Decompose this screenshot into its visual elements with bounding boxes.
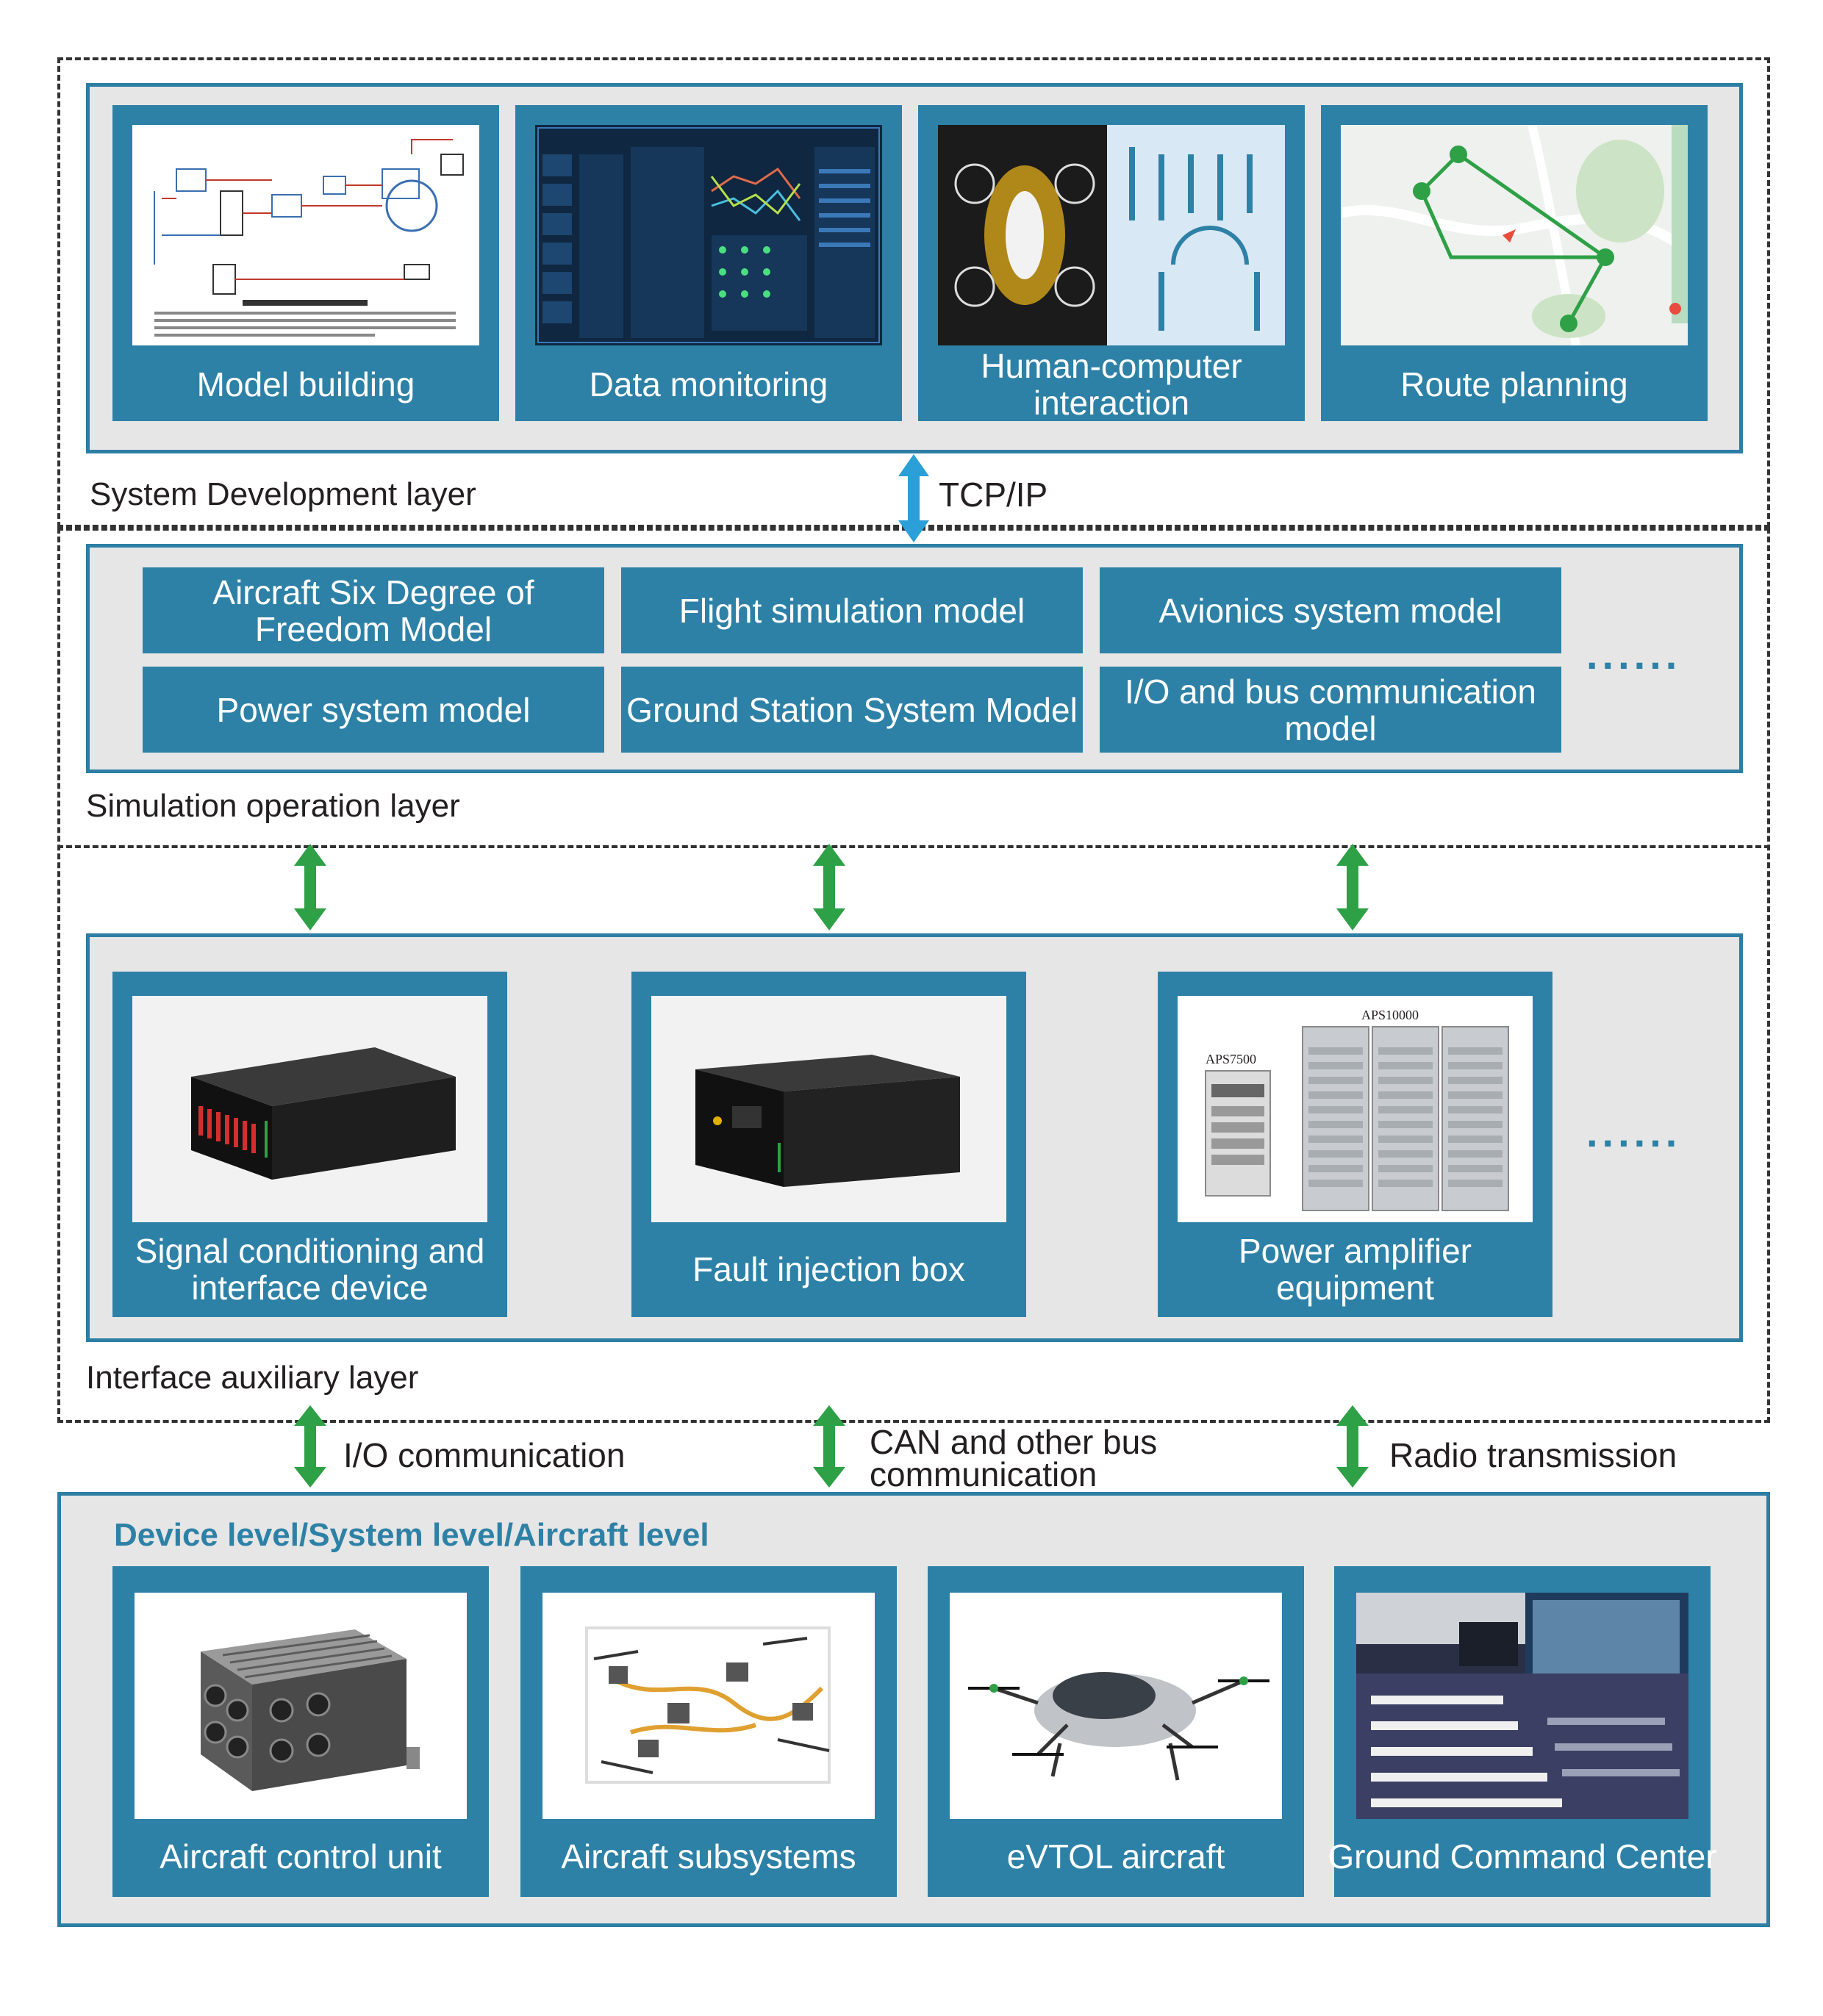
- green-arrow-right: [1336, 844, 1369, 930]
- route-map-screenshot: [1341, 125, 1688, 345]
- system-development-layer-label: System Development layer: [90, 476, 476, 512]
- radio-transmission-arrow: [1336, 1405, 1369, 1488]
- can-bus-arrow: [813, 1405, 845, 1488]
- model-avionics-system: Avionics system model: [1100, 567, 1561, 653]
- card-power-amplifier: APS7500 APS10000 Power amplifier equipme…: [1158, 972, 1552, 1317]
- subsystems-graphic: [585, 1626, 831, 1784]
- card-caption: Signal conditioning and interface device: [135, 1232, 485, 1307]
- model-building-screenshot: [132, 125, 479, 345]
- card-caption: Power amplifier equipment: [1239, 1232, 1472, 1307]
- card-caption: Fault injection box: [692, 1250, 965, 1288]
- can-bus-label: CAN and other bus communication: [870, 1423, 1158, 1493]
- model-power-system: Power system model: [143, 667, 604, 753]
- card-aircraft-control-unit: Aircraft control unit: [112, 1566, 489, 1897]
- card-model-building: Model building: [112, 105, 499, 421]
- card-caption: Ground Command Center: [1328, 1837, 1717, 1876]
- aps7500-label: APS7500: [1206, 1052, 1257, 1066]
- card-fault-injection-box: Fault injection box: [631, 972, 1026, 1317]
- control-unit-photo: [135, 1593, 467, 1819]
- simulink-diagram-graphic: [154, 139, 464, 337]
- hci-screenshot: [938, 125, 1285, 345]
- card-caption: eVTOL aircraft: [1006, 1837, 1225, 1876]
- green-arrow-middle: [813, 844, 845, 930]
- radio-transmission-label: Radio transmission: [1389, 1436, 1677, 1474]
- subsystems-photo: [542, 1593, 875, 1819]
- dashboard-graphic: [537, 127, 880, 343]
- card-route-planning: Route planning: [1321, 105, 1708, 421]
- more-models-ellipsis: ......: [1586, 631, 1682, 678]
- device-level-title: Device level/System level/Aircraft level: [114, 1517, 709, 1553]
- fault-box-graphic: [695, 1055, 960, 1187]
- card-caption: Model building: [196, 365, 415, 403]
- card-caption: Aircraft subsystems: [561, 1837, 856, 1876]
- model-ground-station: Ground Station System Model: [621, 667, 1083, 753]
- card-ground-command-center: Ground Command Center: [1328, 1566, 1717, 1897]
- more-interface-devices-ellipsis: ......: [1586, 1109, 1682, 1155]
- layer-divider-dashed: [57, 845, 1770, 848]
- control-unit-graphic: [201, 1629, 420, 1791]
- model-io-bus-communication: I/O and bus communication model: [1100, 667, 1561, 753]
- card-caption: Route planning: [1400, 365, 1628, 403]
- map-graphic: [1341, 125, 1688, 345]
- fault-injection-photo: [651, 996, 1006, 1222]
- card-caption: Data monitoring: [589, 365, 828, 403]
- card-data-monitoring: Data monitoring: [515, 105, 902, 421]
- card-caption: Aircraft control unit: [160, 1837, 442, 1876]
- model-flight-simulation: Flight simulation model: [621, 567, 1083, 653]
- tcp-ip-arrow: [898, 454, 929, 542]
- model-six-dof: Aircraft Six Degree of Freedom Model: [143, 567, 604, 653]
- simulation-operation-layer-label: Simulation operation layer: [86, 788, 460, 824]
- tcp-ip-label: TCP/IP: [939, 476, 1048, 514]
- card-human-computer-interaction: Human-computer interaction: [918, 105, 1305, 421]
- card-caption: Human-computer interaction: [981, 347, 1242, 422]
- aps10000-label: APS10000: [1361, 1008, 1419, 1022]
- io-communication-arrow: [294, 1405, 326, 1488]
- command-center-graphic: [1356, 1593, 1688, 1819]
- command-center-photo: [1356, 1593, 1688, 1819]
- card-evtol-aircraft: eVTOL aircraft: [928, 1566, 1304, 1897]
- io-communication-label: I/O communication: [343, 1436, 626, 1474]
- amplifier-cabinets-graphic: [1205, 1026, 1509, 1211]
- card-aircraft-subsystems: Aircraft subsystems: [520, 1566, 897, 1897]
- hci-graphic: [938, 125, 1260, 345]
- evtol-graphic: [968, 1672, 1269, 1781]
- data-monitoring-screenshot: [535, 125, 882, 345]
- green-arrow-left: [294, 844, 326, 930]
- signal-conditioning-photo: [132, 996, 487, 1222]
- card-signal-conditioning: Signal conditioning and interface device: [112, 972, 507, 1317]
- rack-device-graphic: [191, 1047, 456, 1180]
- power-amplifier-photo: APS7500 APS10000: [1178, 996, 1533, 1222]
- evtol-photo: [950, 1593, 1282, 1819]
- interface-auxiliary-layer-label: Interface auxiliary layer: [86, 1360, 419, 1396]
